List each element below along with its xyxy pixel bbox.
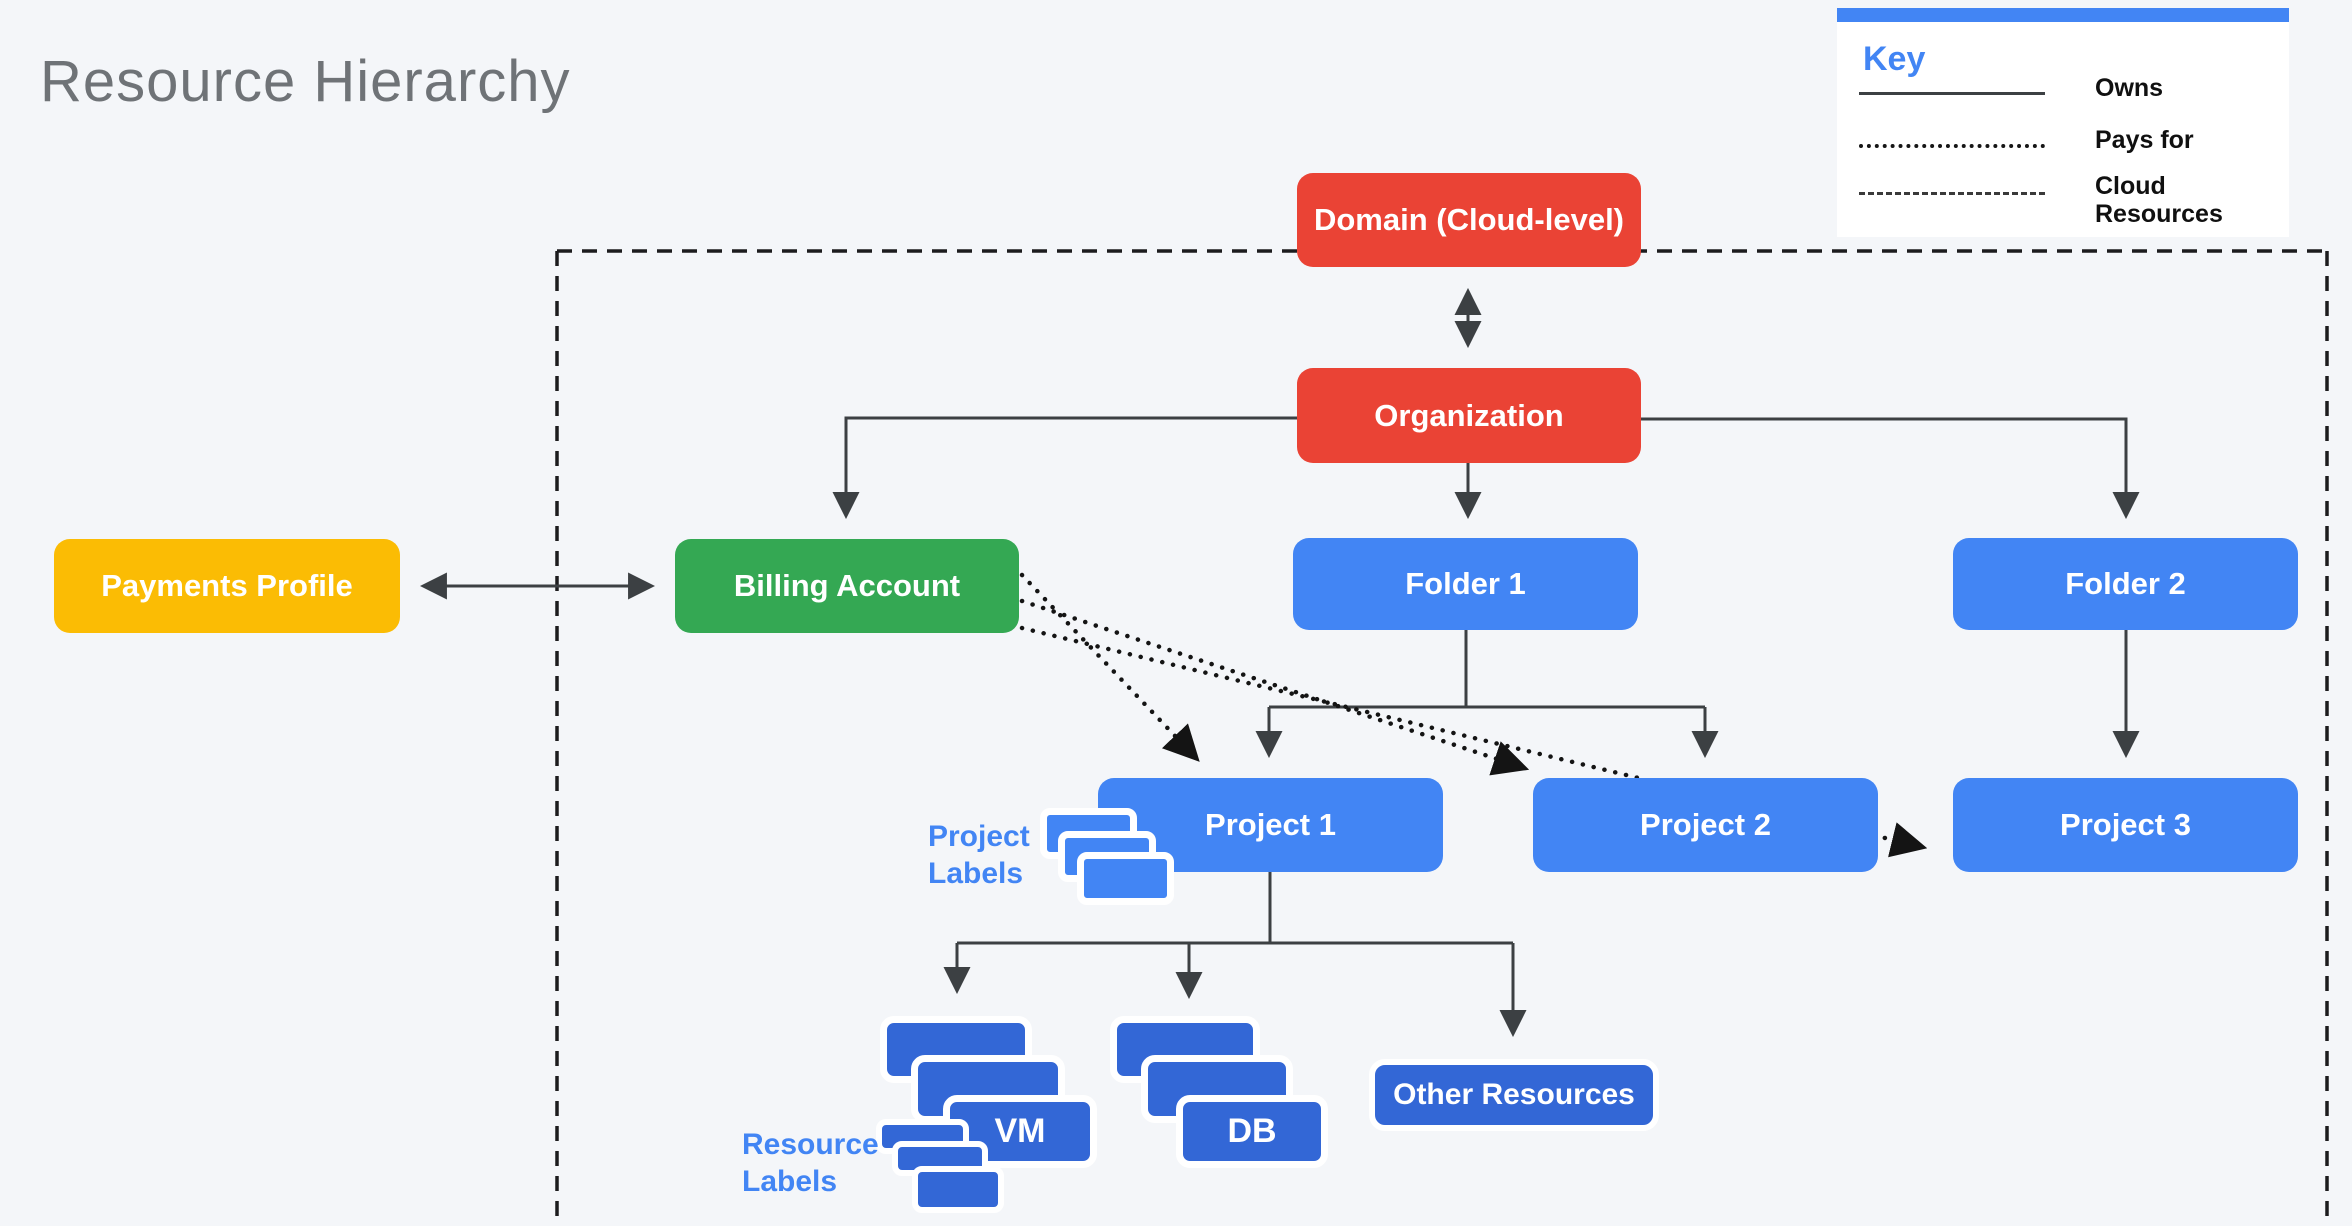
project-labels-line1: Project	[928, 820, 1030, 853]
key-title: Key	[1863, 40, 1926, 78]
key-accent-bar	[1837, 8, 2289, 22]
key-pays-for-line-sample	[1859, 144, 2045, 148]
edge-organization-billing	[832, 416, 1297, 520]
key-owns-label: Owns	[2095, 74, 2164, 102]
project-labels-annotation: Project Labels	[928, 818, 1030, 892]
key-panel: Key Owns Pays for Cloud Resources	[1837, 8, 2289, 237]
node-billing-account: Billing Account	[675, 539, 1019, 633]
resource-labels-annotation: Resource Labels	[742, 1126, 879, 1200]
edge-billing-project3	[1019, 625, 1928, 858]
resource-labels-line1: Resource	[742, 1128, 879, 1161]
edge-project1-branch	[957, 872, 1513, 945]
node-organization: Organization	[1297, 368, 1641, 463]
owns-connectors	[419, 287, 2140, 1038]
db-chip: DB	[1176, 1095, 1328, 1168]
pays-for-connectors	[1019, 572, 1928, 858]
node-domain: Domain (Cloud-level)	[1297, 173, 1641, 267]
key-cloud-res-line-sample	[1859, 192, 2045, 195]
project-labels-line2: Labels	[928, 857, 1024, 890]
edge-billing-project2	[1019, 598, 1530, 776]
node-other-resources: Other Resources	[1369, 1059, 1659, 1131]
resource-labels-line2: Labels	[742, 1165, 838, 1198]
page-title: Resource Hierarchy	[40, 49, 571, 114]
node-project-1: Project 1	[1098, 778, 1443, 872]
edge-billing-project1	[1019, 572, 1200, 762]
node-payments-profile: Payments Profile	[54, 539, 400, 633]
edge-organization-folder2	[1639, 417, 2140, 520]
node-folder-1: Folder 1	[1293, 538, 1638, 630]
resource-label-chip	[912, 1166, 1004, 1213]
key-cloud-res-label: Cloud Resources	[2095, 172, 2223, 228]
key-pays-for-label: Pays for	[2095, 126, 2194, 154]
key-owns-line-sample	[1859, 92, 2045, 95]
edge-folder1-branch	[1269, 630, 1705, 709]
node-project-2: Project 2	[1533, 778, 1878, 872]
node-folder-2: Folder 2	[1953, 538, 2298, 630]
project-label-chip	[1077, 852, 1174, 905]
node-project-3: Project 3	[1953, 778, 2298, 872]
